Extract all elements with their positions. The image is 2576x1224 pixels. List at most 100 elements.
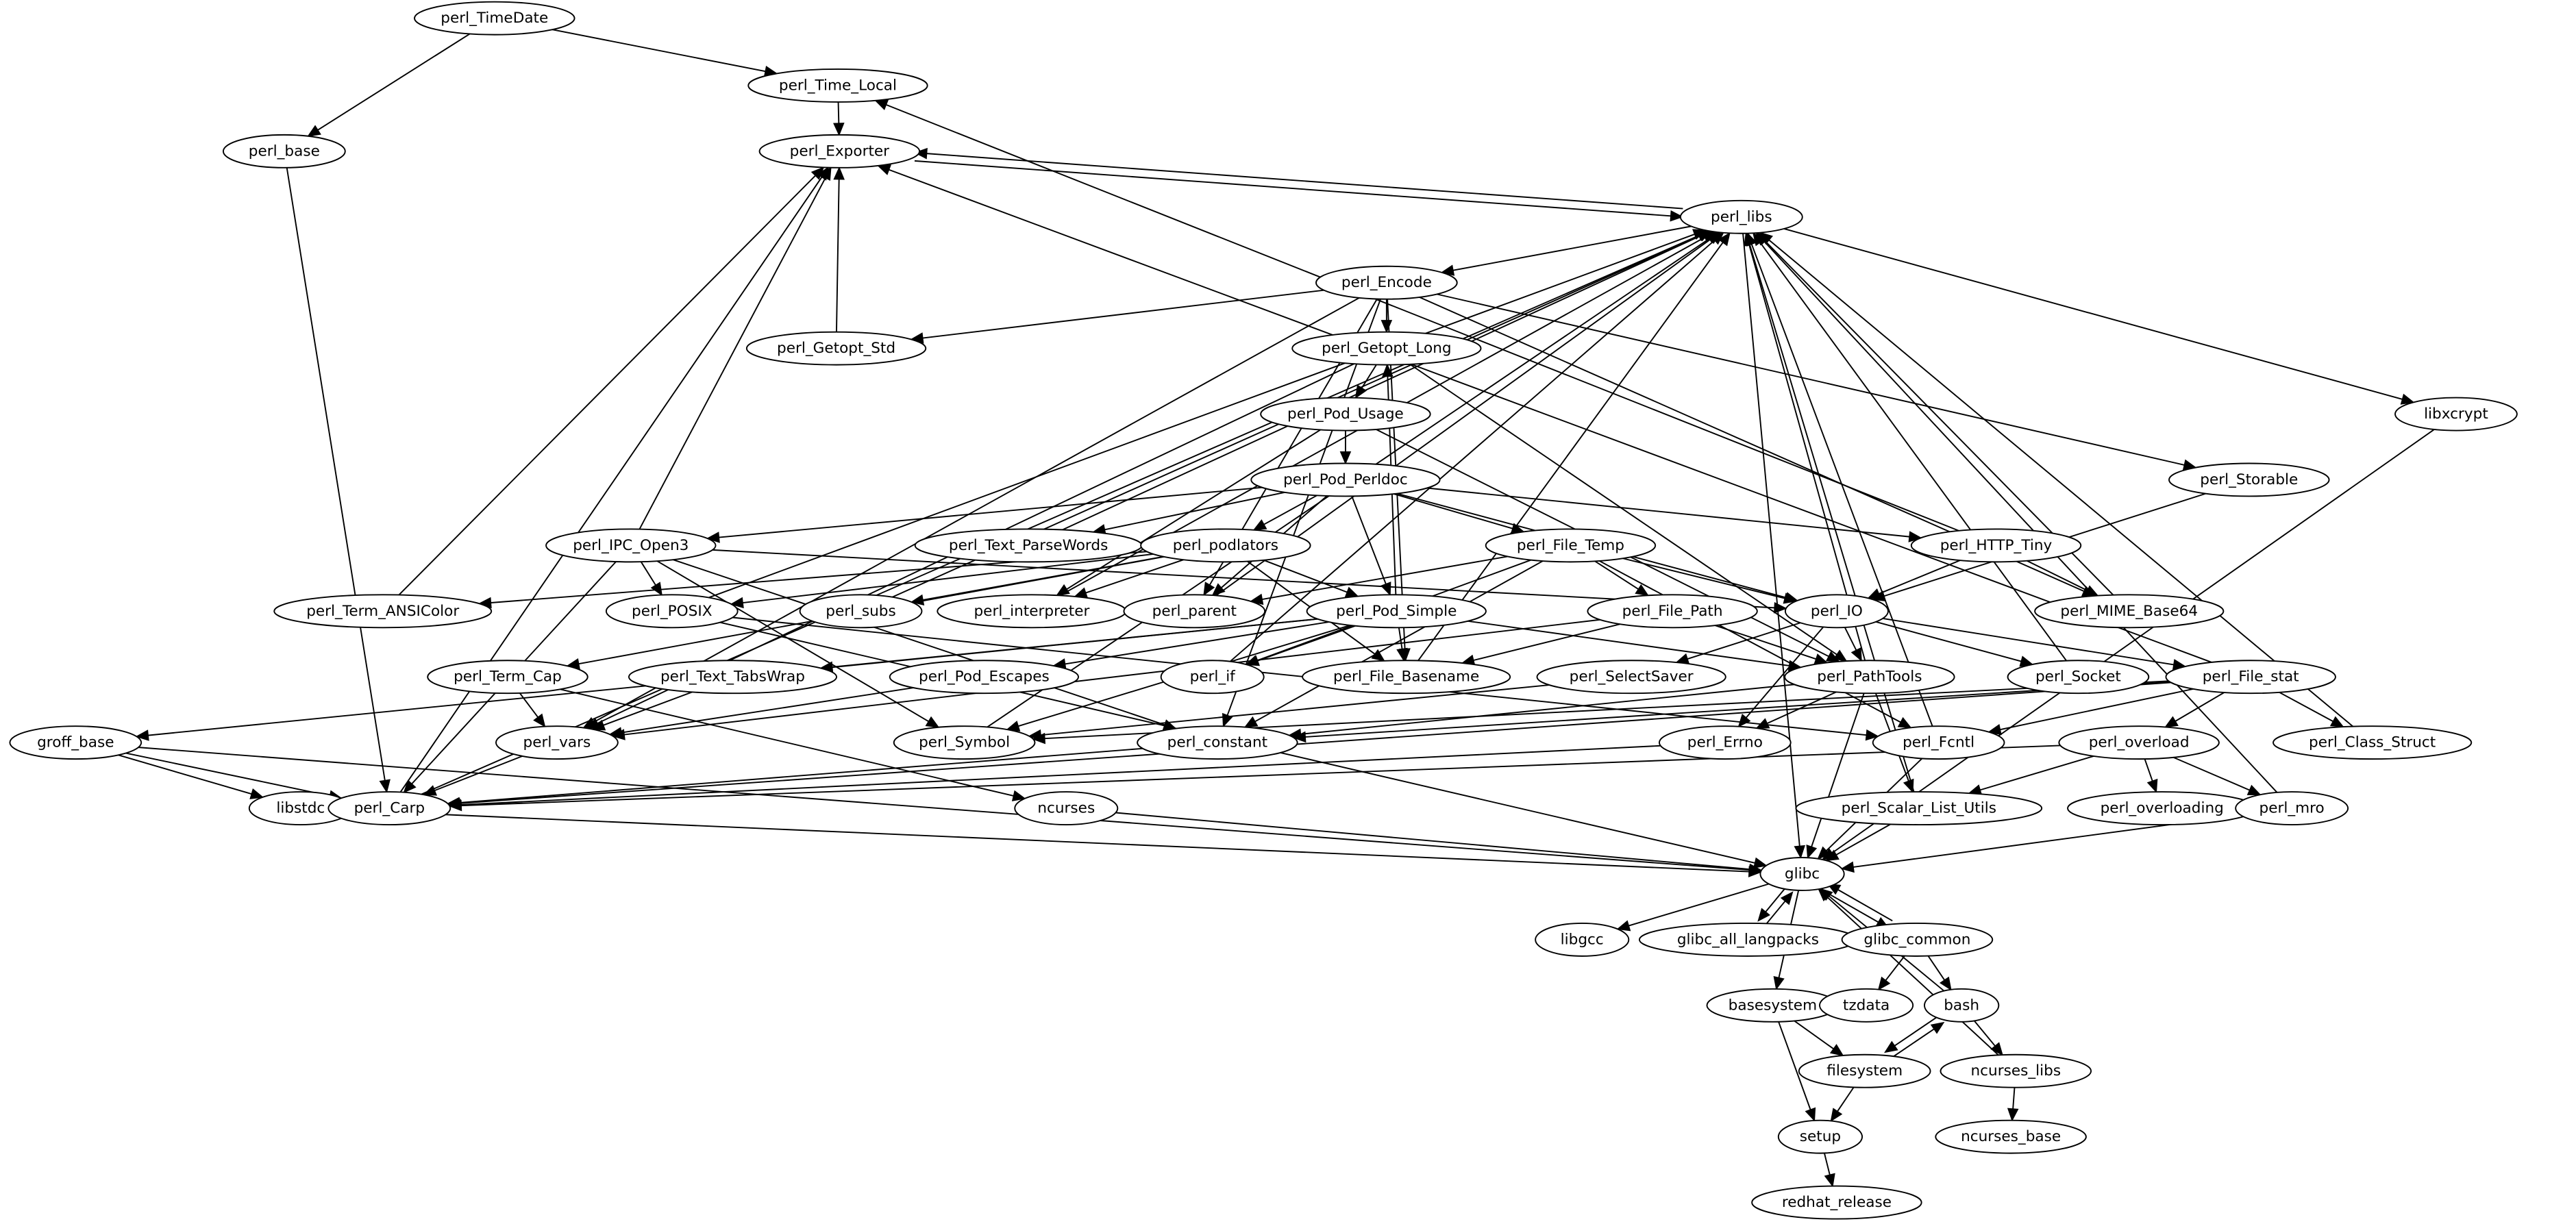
arrowhead-icon — [379, 779, 391, 793]
arrowhead-icon — [1897, 716, 1912, 729]
arrowhead-icon — [1380, 320, 1393, 334]
edge-perl-file-basename-to-perl-libs — [1417, 232, 1731, 661]
node-perl-getopt-long: perl_Getopt_Long — [1291, 331, 1482, 366]
node-shape — [1123, 594, 1266, 629]
edge-line — [286, 167, 386, 781]
arrowhead-icon — [1774, 602, 1787, 614]
node-label: perl_IPC_Open3 — [573, 537, 689, 554]
edge-perl-socket-to-perl-libs — [1752, 232, 2067, 662]
edge-line — [1927, 956, 1946, 981]
node-label: perl_Errno — [1687, 734, 1763, 751]
node-perl-file-temp: perl_File_Temp — [1485, 528, 1657, 563]
edge-line — [1748, 244, 1915, 792]
node-label: ncurses_base — [1961, 1128, 2061, 1145]
arrowhead-icon — [1737, 713, 1751, 728]
node-shape — [1014, 791, 1119, 825]
edge-line — [593, 297, 1360, 723]
node-shape — [427, 660, 589, 695]
node-shape — [2058, 725, 2220, 760]
node-shape — [1535, 922, 1630, 957]
arrowhead-icon — [1833, 649, 1848, 662]
edge-line — [1783, 228, 2403, 400]
edge-line — [1889, 1028, 1935, 1060]
node-label: perl_IO — [1811, 603, 1863, 620]
node-shape — [1140, 528, 1311, 563]
node-shape — [1784, 660, 1955, 695]
node-perl-pathtools: perl_PathTools — [1784, 660, 1955, 695]
node-label: perl_File_Temp — [1517, 537, 1624, 554]
edge-perl-ipc-open3-to-perl-symbol — [656, 560, 940, 728]
node-groff-base: groff_base — [9, 725, 143, 760]
edge-perl-pathtools-to-glibc — [1806, 692, 1865, 859]
node-perl-ipc-open3: perl_IPC_Open3 — [545, 528, 717, 563]
arrowhead-icon — [1203, 582, 1215, 597]
edge-line — [1823, 890, 1879, 923]
node-shape — [1819, 988, 1914, 1023]
edge-glibc-common-to-bash — [1927, 956, 1952, 991]
edge-line — [1066, 429, 1321, 590]
arrowhead-icon — [1718, 232, 1731, 247]
node-shape — [273, 594, 493, 629]
arrowhead-icon — [1850, 647, 1862, 662]
node-shape — [1137, 725, 1298, 760]
arrowhead-icon — [1824, 1173, 1835, 1188]
edge-ncurses-to-glibc — [1115, 812, 1763, 875]
node-label: perl_PathTools — [1817, 669, 1922, 686]
arrowhead-icon — [1753, 857, 1768, 869]
node-shape — [545, 528, 717, 563]
edge-line — [1040, 684, 1550, 736]
arrowhead-icon — [730, 597, 744, 609]
arrowhead-icon — [1930, 1021, 1945, 1034]
node-label: perl_Socket — [2035, 669, 2121, 686]
edge-line — [639, 177, 826, 529]
edge-line — [640, 561, 656, 586]
node-label: perl_libs — [1711, 208, 1772, 225]
arrowhead-icon — [2007, 1108, 2019, 1122]
node-label: perl_File_Path — [1622, 603, 1723, 620]
edge-filesystem-to-bash — [1889, 1021, 1945, 1060]
arrowhead-icon — [1817, 846, 1831, 860]
node-perl-carp: perl_Carp — [327, 791, 451, 825]
arrowhead-icon — [1344, 586, 1359, 598]
node-label: perl_parent — [1152, 603, 1237, 620]
edge-line — [1844, 627, 1857, 651]
arrowhead-icon — [1908, 531, 1922, 542]
node-libgcc: libgcc — [1535, 922, 1630, 957]
node-glibc-all-langpacks: glibc_all_langpacks — [1638, 922, 1857, 957]
arrowhead-icon — [1222, 712, 1233, 727]
edge-perl-term-ansicolor-to-perl-exporter — [398, 166, 825, 596]
edge-perl-http-tiny-to-perl-mime-base64 — [2027, 560, 2099, 597]
node-perl-term-ansicolor: perl_Term_ANSIColor — [273, 594, 493, 629]
edge-perl-carp-to-perl-libs — [421, 230, 1711, 795]
edge-perl-file-stat-to-perl-exporter — [877, 164, 2212, 663]
edge-line — [1254, 560, 1544, 723]
edge-line — [1882, 618, 2175, 666]
arrowhead-icon — [1705, 232, 1720, 244]
arrowhead-icon — [591, 719, 606, 731]
node-shape — [1910, 528, 2082, 563]
edge-line — [125, 752, 330, 797]
node-libxcrypt: libxcrypt — [2394, 397, 2518, 432]
node-shape — [2165, 660, 2336, 695]
arrowhead-icon — [874, 99, 889, 110]
edge-line — [656, 560, 929, 723]
edge-perl-text-tabswrap-to-perl-vars — [591, 691, 693, 731]
edge-line — [1811, 692, 1865, 847]
edge-line — [459, 747, 1143, 803]
node-label: ncurses — [1037, 800, 1095, 817]
node-label: glibc_all_langpacks — [1677, 931, 1819, 948]
node-shape — [1658, 725, 1792, 760]
node-shape — [1587, 594, 1758, 629]
arrowhead-icon — [1987, 723, 2002, 736]
arrowhead-icon — [1780, 891, 1794, 905]
node-shape — [9, 725, 143, 760]
node-label: perl_Pod_Simple — [1336, 603, 1457, 620]
node-perl-parent: perl_parent — [1123, 594, 1266, 629]
node-shape — [605, 594, 739, 629]
node-label: redhat_release — [1782, 1194, 1892, 1211]
edge-line — [2012, 1087, 2016, 1110]
edge-perl-libs-to-perl-encode — [1440, 225, 1692, 276]
edge-line — [1085, 559, 1184, 594]
edge-setup-to-redhat-release — [1823, 1153, 1835, 1188]
edge-line — [1778, 1021, 1811, 1110]
